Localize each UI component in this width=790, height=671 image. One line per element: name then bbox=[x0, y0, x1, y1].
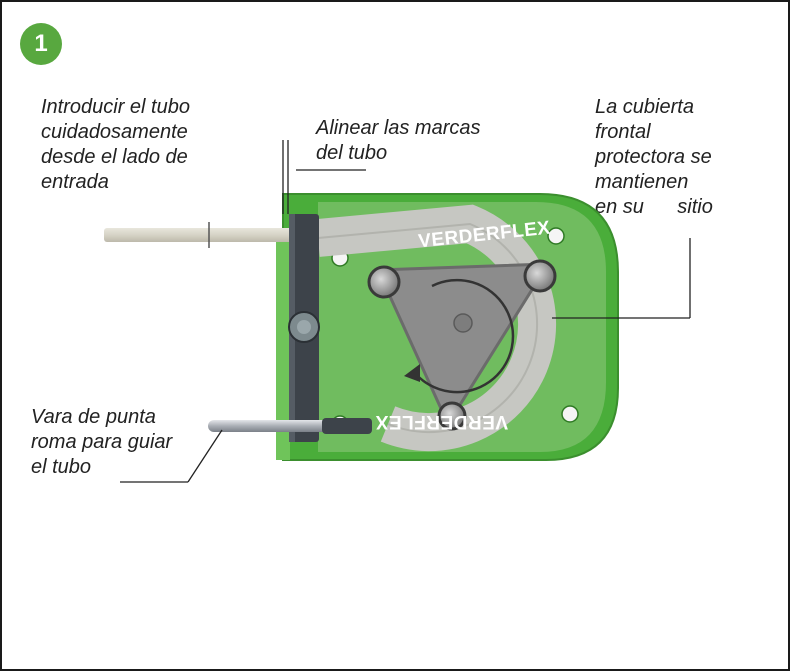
mounting-hole bbox=[561, 405, 579, 423]
label-line: protectora se bbox=[595, 146, 712, 168]
label-insert-tube: Introducir el tubo cuidadosamente desde … bbox=[41, 95, 190, 195]
label-front-cover: La cubierta frontal protectora se mantie… bbox=[595, 95, 713, 220]
label-line: el tubo bbox=[31, 456, 92, 478]
tube-track-inner bbox=[317, 222, 539, 434]
pump-base-plate bbox=[276, 240, 290, 460]
brand-text-bottom: VERDERFLEX bbox=[375, 411, 508, 432]
roller bbox=[437, 401, 467, 431]
label-line: frontal bbox=[595, 121, 651, 143]
label-guide-rod: Vara de punta roma para guiar el tubo bbox=[31, 405, 172, 480]
label-line: en su sitio bbox=[595, 196, 713, 218]
label-line: Introducir el tubo bbox=[41, 96, 190, 118]
label-line: desde el lado de bbox=[41, 146, 188, 168]
label-line: entrada bbox=[41, 171, 109, 193]
rotor-hub bbox=[453, 313, 473, 333]
rotation-arrow bbox=[413, 278, 515, 394]
label-line: Vara de punta bbox=[31, 406, 156, 428]
label-line: del tubo bbox=[316, 142, 388, 164]
label-line: mantienen bbox=[595, 171, 689, 193]
mounting-hole bbox=[547, 227, 565, 245]
inlet-tube bbox=[104, 228, 292, 242]
guide-rod-grip bbox=[322, 418, 372, 434]
clamp-knob-center bbox=[297, 320, 311, 334]
leader-rod-2 bbox=[187, 429, 223, 483]
label-line: Alinear las marcas bbox=[316, 117, 481, 139]
rotor bbox=[376, 262, 550, 426]
roller bbox=[523, 259, 557, 293]
rotation-arrow-head bbox=[404, 364, 420, 382]
step-badge: 1 bbox=[20, 23, 62, 65]
label-line: cuidadosamente bbox=[41, 121, 188, 143]
label-line: roma para guiar bbox=[31, 431, 173, 453]
label-align-marks: Alinear las marcas del tubo bbox=[316, 116, 481, 166]
roller bbox=[367, 265, 401, 299]
label-line: La cubierta bbox=[595, 96, 694, 118]
